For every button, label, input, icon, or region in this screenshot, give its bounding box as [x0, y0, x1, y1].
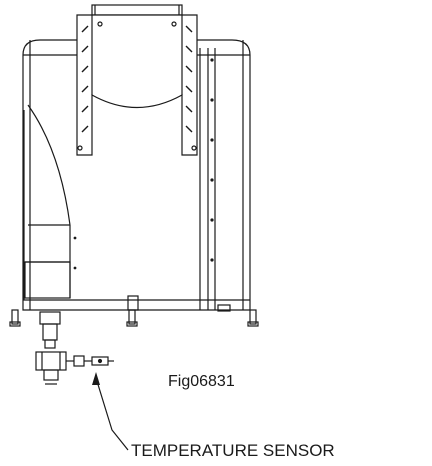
temperature-sensor	[73, 355, 114, 367]
drain-fitting	[35, 311, 74, 385]
sensor-leader-line	[92, 372, 129, 451]
unit-cabinet	[22, 39, 251, 311]
figure-id-label: Fig06831	[168, 373, 235, 390]
unit-feet	[9, 295, 259, 327]
temperature-sensor-label: TEMPERATURE SENSOR	[131, 441, 335, 460]
side-louver	[23, 104, 71, 300]
mounting-bracket	[76, 4, 198, 156]
side-bolts	[73, 58, 214, 270]
